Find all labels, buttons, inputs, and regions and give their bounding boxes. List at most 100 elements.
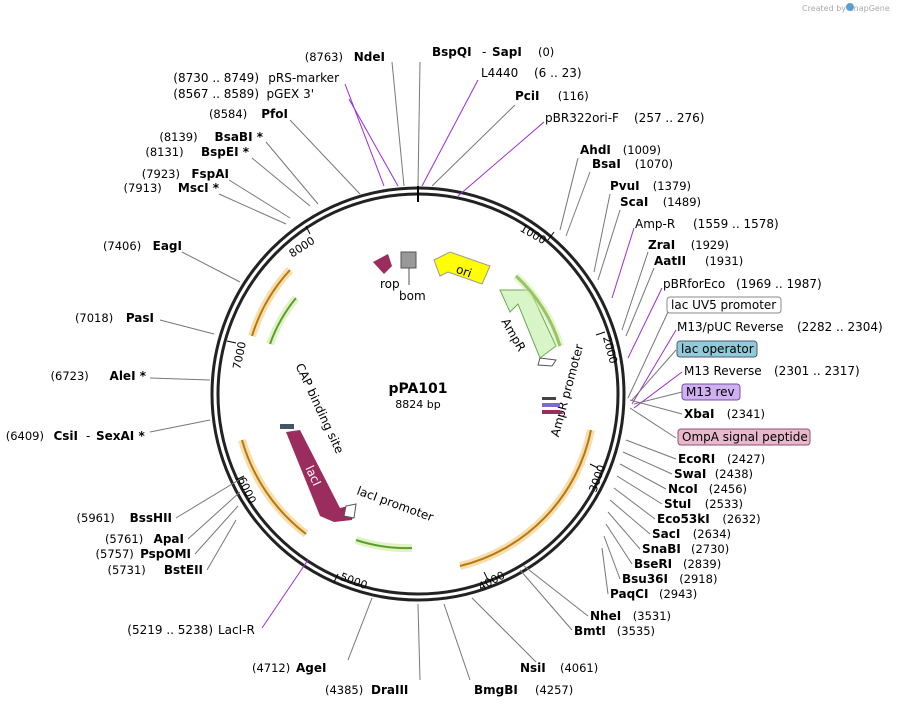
bom-label: bom (399, 289, 426, 303)
leader-line (347, 597, 373, 661)
enzyme-name: BmtI (574, 624, 606, 638)
leader-line (627, 287, 663, 359)
enzyme-name: BssHII (130, 511, 172, 525)
tick-7000: 7000 (230, 340, 249, 370)
enzyme-name: DraIII (371, 683, 408, 697)
enzyme-position: (4061) (560, 661, 598, 675)
enzyme-position: (7923) (142, 167, 180, 181)
enzyme-position: (2632) (722, 512, 760, 526)
enzyme-position: (2533) (705, 497, 743, 511)
enzyme-name: ApaI (154, 532, 184, 546)
primer-name: LacI-R (218, 623, 255, 637)
enzyme-name: SexAI * (96, 429, 145, 443)
feature-box[interactable] (666, 296, 782, 314)
enzyme-position: (2341) (727, 407, 765, 421)
leader-line (621, 251, 649, 331)
leader-line (261, 559, 309, 629)
enzyme-position: (7018) (75, 311, 113, 325)
leader-line (348, 98, 399, 187)
leader-line (622, 451, 673, 475)
enzyme-name: SacI (652, 527, 680, 541)
leader-line (391, 61, 405, 187)
enzyme-position: (2456) (709, 482, 747, 496)
laci-feature[interactable] (286, 430, 356, 522)
enzyme-position: (7406) (103, 239, 141, 253)
lac-operator-mark (542, 397, 556, 400)
leader-line (559, 157, 579, 231)
enzyme-name: PfoI (261, 107, 288, 121)
enzyme-name: NsiI (520, 661, 546, 675)
leader-line (175, 477, 243, 519)
enzyme-position: (8139) (159, 130, 197, 144)
feature-box[interactable] (677, 428, 811, 446)
rop-feature[interactable] (373, 254, 392, 274)
enzyme-name: NcoI (668, 482, 698, 496)
enzyme-name: SwaI (674, 467, 706, 481)
feature-box-label: lac UV5 promoter (671, 298, 776, 312)
primer-range: (8567 .. 8589) (173, 87, 259, 101)
primer-name: L4440 (481, 66, 518, 80)
enzyme-position: (2438) (715, 467, 753, 481)
leader-line (619, 463, 667, 490)
rop-label: rop (380, 277, 400, 291)
orange-feature-left-high (248, 267, 293, 338)
leader-line (194, 505, 239, 555)
enzyme-position: (2730) (691, 542, 729, 556)
leader-line (611, 227, 635, 299)
leader-line (627, 311, 669, 399)
enzyme-name: BseRI (634, 557, 672, 571)
enzyme-position: (2427) (727, 452, 765, 466)
leader-line (633, 391, 683, 405)
enzyme-position: (116) (558, 89, 589, 103)
leader-line (629, 407, 677, 439)
enzyme-position: (3531) (633, 609, 671, 623)
enzyme-name: AhdI (580, 143, 611, 157)
enzyme-position: (4712) (252, 661, 290, 675)
enzyme-name: Bsu36I (622, 572, 668, 586)
enzyme-name: AgeI (296, 661, 326, 675)
enzyme-position: (2634) (693, 527, 731, 541)
enzyme-name: AatII (654, 254, 686, 268)
site-labels: NdeI(8763)BspQI-SapI(0)PciI(116)AhdI(100… (6, 45, 883, 697)
enzyme-position: (2839) (683, 557, 721, 571)
leader-line (597, 209, 621, 281)
enzyme-position: (5761) (105, 532, 143, 546)
leader-line (187, 491, 241, 540)
primer-name: M13/pUC Reverse (677, 320, 784, 334)
bom-feature[interactable] (400, 251, 417, 269)
leader-line (565, 171, 591, 237)
primer-range: (8730 .. 8749) (173, 71, 259, 85)
enzyme-name: EcoRI (678, 452, 715, 466)
ampr-promoter-feature[interactable] (537, 357, 557, 367)
plasmid-size: 8824 bp (395, 398, 440, 411)
enzyme-name: PasI (126, 311, 154, 325)
tick-4000: 4000 (476, 569, 507, 594)
feature-box-label: M13 rev (686, 385, 735, 399)
leader-line (265, 141, 319, 205)
leader-line (251, 157, 311, 207)
feature-box-label: OmpA signal peptide (682, 430, 808, 444)
leader-line (625, 439, 677, 460)
ompa-mark (542, 410, 564, 414)
leader-line (149, 419, 211, 433)
ori-feature[interactable] (433, 251, 491, 285)
enzyme-position: (1931) (705, 254, 743, 268)
leader-line (629, 399, 683, 415)
leader-line (289, 119, 361, 195)
enzyme-name: NdeI (354, 50, 385, 64)
feature-box[interactable] (681, 383, 741, 401)
green-feature-left (266, 295, 300, 346)
enzyme-position: (8584) (209, 107, 247, 121)
leader-line (607, 511, 641, 550)
primer-range: (6 .. 23) (534, 66, 582, 80)
primer-range: (1559 .. 1578) (693, 217, 779, 231)
enzyme-name: FspAI (191, 167, 229, 181)
primer-name: Amp-R (635, 217, 675, 231)
feature-box[interactable] (676, 340, 758, 358)
leader-line (417, 61, 421, 187)
enzyme-position: (2943) (659, 587, 697, 601)
enzyme-name: ScaI (620, 195, 648, 209)
enzyme-name: PspOMI (140, 547, 191, 561)
primer-name: pBR322ori-F (545, 111, 619, 125)
primer-name: M13 Reverse (684, 364, 762, 378)
